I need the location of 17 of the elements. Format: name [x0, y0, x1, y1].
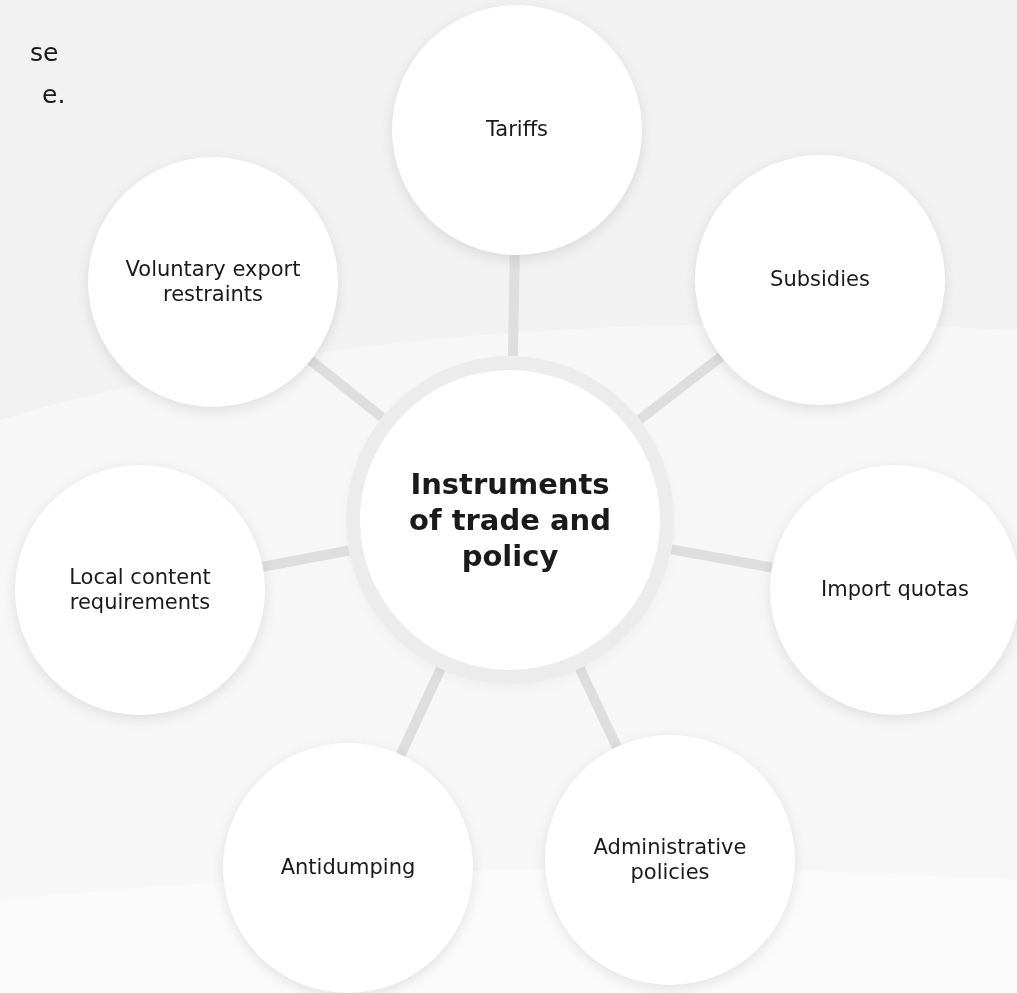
node-label: Subsidies — [769, 267, 871, 293]
connector-line — [396, 666, 446, 757]
connector-line — [670, 544, 773, 573]
node-label: Local content requirements — [68, 564, 212, 616]
node-label: Tariffs — [484, 117, 550, 143]
connector-line — [575, 666, 622, 750]
node-label: Voluntary export restraints — [124, 256, 302, 308]
node-label: Import quotas — [820, 577, 970, 603]
text-fragment: e. — [42, 80, 66, 109]
connector-line — [261, 545, 350, 572]
connector-line — [636, 352, 725, 424]
text-fragment: se — [30, 38, 59, 67]
node-label: Administrative policies — [592, 834, 748, 886]
connector-line — [307, 356, 386, 422]
connector-line — [507, 254, 520, 357]
node-label: Instruments of trade and policy — [408, 465, 612, 575]
node-label: Antidumping — [279, 855, 417, 881]
